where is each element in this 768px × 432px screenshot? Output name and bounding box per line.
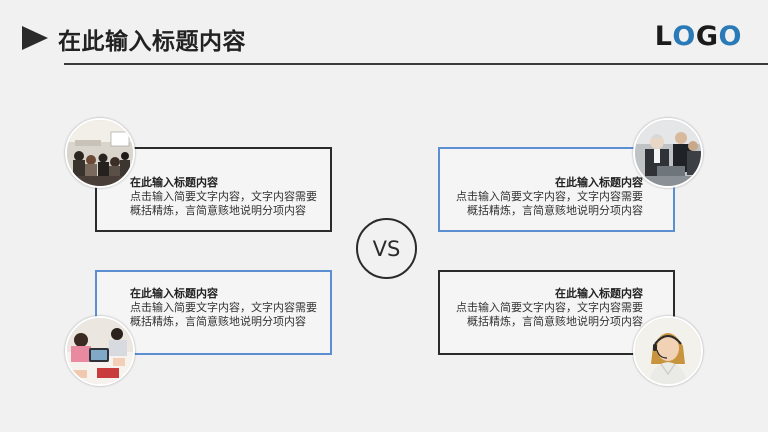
business-team-photo	[633, 118, 703, 188]
card-title: 在此输入标题内容	[555, 287, 643, 300]
tablet-collaboration-photo	[65, 316, 135, 386]
card-body-line: 概括精炼，言简意赅地说明分项内容	[130, 204, 306, 217]
title-arrow-icon	[22, 26, 48, 50]
card-body-line: 概括精炼，言简意赅地说明分项内容	[130, 315, 306, 328]
logo-letter: L	[654, 21, 673, 52]
card-text-bottom-right: 在此输入标题内容 点击输入简要文字内容，文字内容需要 概括精炼，言简意赅地说明分…	[423, 287, 643, 329]
meeting-presentation-photo	[65, 118, 135, 188]
card-text-top-left: 在此输入标题内容 点击输入简要文字内容，文字内容需要 概括精炼，言简意赅地说明分…	[130, 176, 350, 218]
logo-letter: G	[695, 21, 719, 52]
header-divider	[64, 63, 768, 65]
card-body-line: 点击输入简要文字内容，文字内容需要	[456, 190, 643, 203]
page-title: 在此输入标题内容	[58, 29, 246, 55]
vs-circle: VS	[356, 218, 417, 279]
card-body-line: 点击输入简要文字内容，文字内容需要	[456, 301, 643, 314]
card-body-line: 点击输入简要文字内容，文字内容需要	[130, 301, 317, 314]
card-text-top-right: 在此输入标题内容 点击输入简要文字内容，文字内容需要 概括精炼，言简意赅地说明分…	[423, 176, 643, 218]
card-title: 在此输入标题内容	[130, 176, 218, 189]
logo: LOGO	[655, 21, 742, 52]
logo-letter: O	[672, 21, 696, 52]
logo-letter: O	[718, 21, 742, 52]
card-top-left	[95, 147, 332, 232]
card-body-line: 概括精炼，言简意赅地说明分项内容	[467, 204, 643, 217]
card-body-line: 概括精炼，言简意赅地说明分项内容	[467, 315, 643, 328]
card-body-line: 点击输入简要文字内容，文字内容需要	[130, 190, 317, 203]
card-title: 在此输入标题内容	[555, 176, 643, 189]
card-text-bottom-left: 在此输入标题内容 点击输入简要文字内容，文字内容需要 概括精炼，言简意赅地说明分…	[130, 287, 350, 329]
card-title: 在此输入标题内容	[130, 287, 218, 300]
card-bottom-left	[95, 270, 332, 355]
headset-agent-photo	[633, 316, 703, 386]
